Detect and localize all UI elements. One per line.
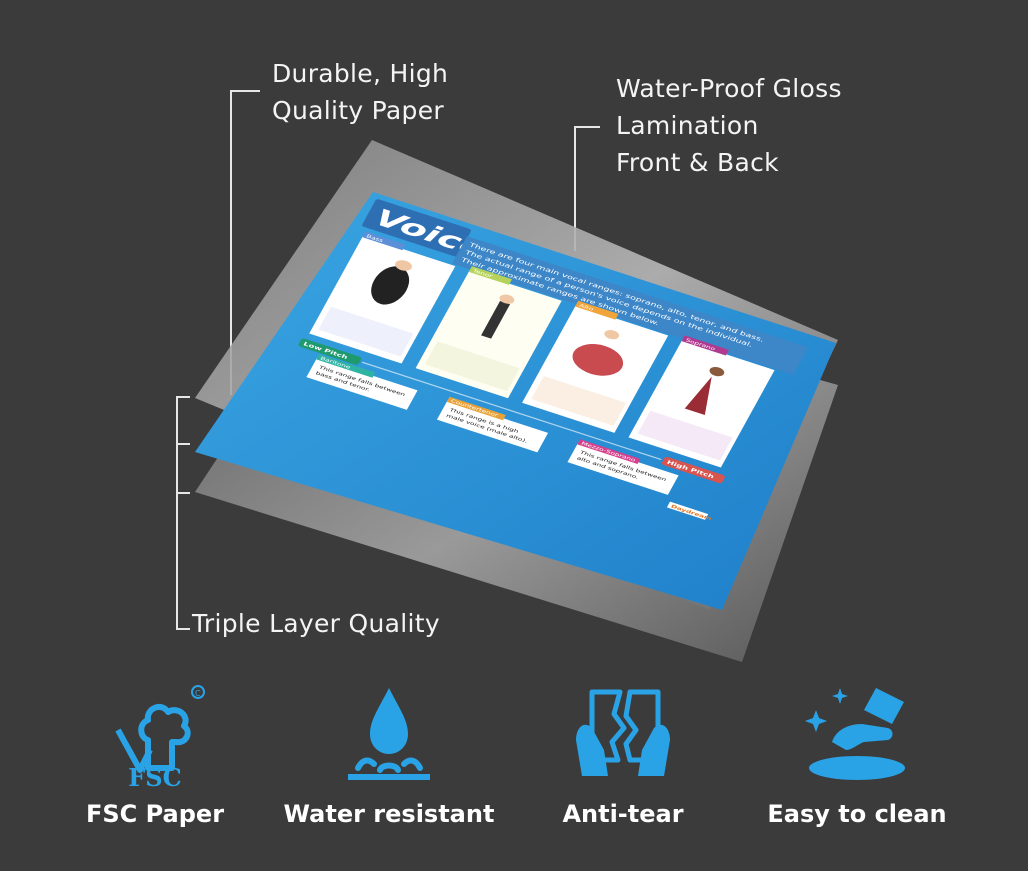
bracket-tick-4 (176, 628, 190, 630)
water-drop-icon (348, 688, 430, 780)
high-pitch-tag (661, 456, 725, 484)
low-pitch-tag (298, 338, 362, 365)
feature-label-water: Water resistant (283, 800, 495, 828)
feature-label-anti-tear: Anti-tear (562, 800, 684, 828)
voice-label-tenor: Tenor (471, 268, 494, 279)
callout-paper: Durable, High Quality Paper (272, 55, 448, 129)
leader-paper-v (230, 90, 232, 395)
leader-paper-h (230, 90, 260, 92)
bracket-tick-1 (176, 396, 190, 398)
voice-label-bass: Bass (365, 234, 384, 244)
feature-fsc: C FSC FSC Paper (45, 680, 265, 828)
feature-water: Water resistant (279, 680, 499, 828)
voice-card-soprano: Soprano (628, 335, 775, 468)
callout-gloss-line3: Front & Back (616, 148, 779, 177)
feature-clean: Easy to clean (747, 680, 967, 828)
voice-card-tenor: Tenor (415, 266, 562, 399)
voice-label-alto: Alto (578, 303, 595, 312)
bracket-tick-3 (176, 492, 190, 494)
bracket-tick-2 (176, 443, 190, 445)
cleaning-hand-icon (805, 688, 905, 780)
callout-gloss-line2: Lamination (616, 111, 759, 140)
brand-logo-box (666, 501, 709, 520)
fsc-icon-text: FSC (128, 763, 181, 790)
feature-label-clean: Easy to clean (767, 800, 947, 828)
torn-paper-icon (576, 689, 670, 776)
callout-triple: Triple Layer Quality (192, 609, 440, 638)
svg-text:C: C (195, 689, 201, 698)
feature-anti-tear: Anti-tear (513, 680, 733, 828)
voice-card-bass: Bass (309, 231, 456, 364)
voice-card-alto: Alto (522, 300, 669, 433)
bracket-v (176, 396, 178, 630)
intro-banner (451, 236, 809, 375)
callout-paper-line2: Quality Paper (272, 96, 444, 125)
feature-label-fsc: FSC Paper (85, 800, 225, 828)
callout-gloss: Water-Proof Gloss Lamination Front & Bac… (616, 70, 842, 181)
pitch-arrow (361, 361, 662, 461)
title-banner (362, 199, 472, 257)
callout-gloss-line1: Water-Proof Gloss (616, 74, 842, 103)
callout-paper-line1: Durable, High (272, 59, 449, 88)
leader-gloss-v (574, 126, 576, 251)
fsc-tree-icon: C FSC (115, 685, 205, 790)
leader-gloss-h (574, 126, 600, 128)
